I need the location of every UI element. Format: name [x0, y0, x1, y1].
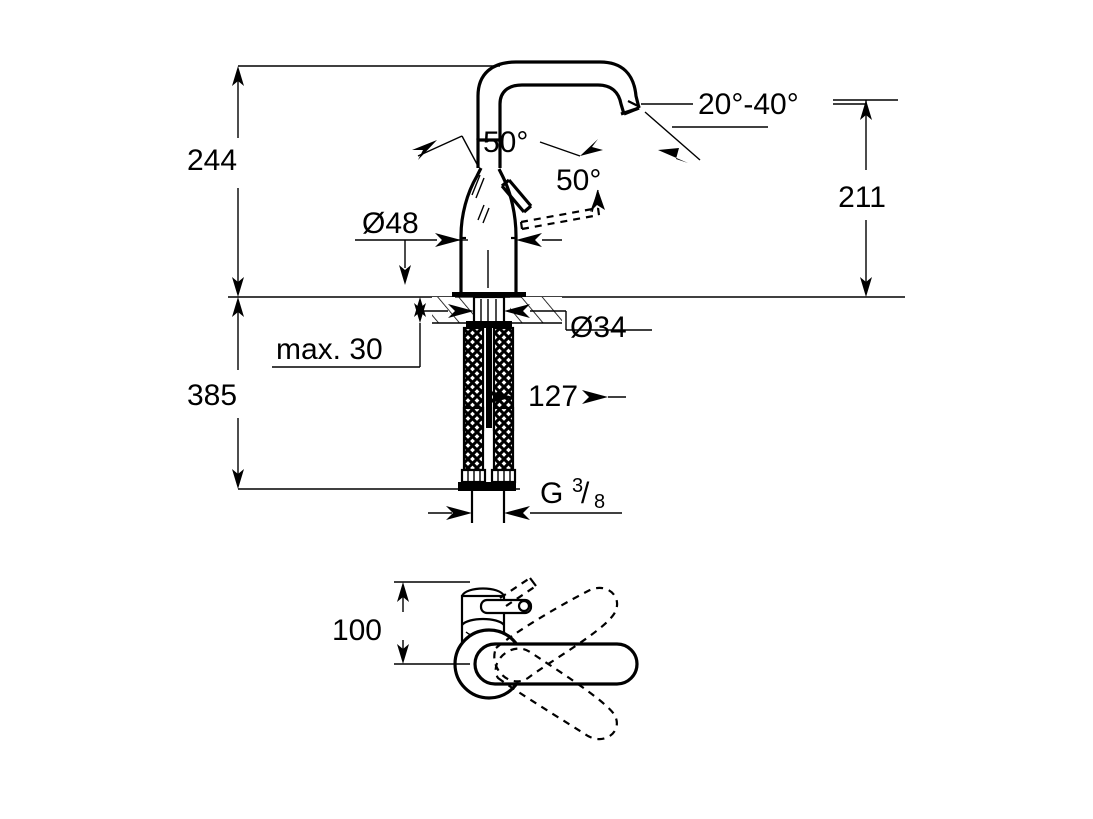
angle-50-right: 50° [539, 139, 605, 213]
thread-g-label: G [540, 477, 563, 510]
dim-d48-label: Ø48 [362, 207, 419, 240]
dimension-max30: max. 30 [272, 297, 426, 368]
dimension-211: 211 [833, 99, 898, 297]
angle-50-right-label: 50° [556, 164, 601, 197]
lever-handle-elevation [500, 178, 601, 231]
dimension-100: 100 [332, 581, 470, 665]
plan-lever-swing-up [493, 586, 619, 683]
dim-244-label: 244 [187, 144, 237, 177]
braided-hoses [458, 326, 517, 523]
thread-slash-label: / [581, 477, 590, 510]
dim-d34-label: Ø34 [570, 311, 627, 344]
dim-max30-label: max. 30 [276, 333, 383, 366]
angle-50-left: 50° [412, 126, 528, 167]
plan-lever-centre [473, 642, 639, 686]
faucet-body [455, 138, 522, 298]
plan-lever-stub [479, 577, 537, 615]
angle-20-40: 20°-40° [641, 88, 866, 163]
dim-385-label: 385 [187, 379, 237, 412]
dimension-thread-g38: G 3 / 8 [428, 475, 622, 520]
plan-view-lever: 100 [332, 577, 639, 741]
dimension-d48: Ø48 [355, 207, 562, 285]
angle-20-40-label: 20°-40° [698, 88, 799, 121]
angle-50-left-label: 50° [483, 126, 528, 159]
dim-127-label: 127 [528, 380, 578, 413]
mounting-shank [452, 292, 526, 328]
dimension-127: 127 [487, 380, 626, 413]
dimension-385: 385 [187, 297, 520, 490]
dim-100-label: 100 [332, 614, 382, 647]
thread-denominator-label: 8 [594, 491, 605, 513]
dimension-244: 244 [187, 65, 500, 297]
thread-numerator-label: 3 [572, 475, 583, 497]
elevation-view: 244 385 211 Ø48 [187, 60, 905, 523]
plan-lever-swing-down [494, 647, 618, 741]
dim-211-label: 211 [838, 181, 886, 214]
dimension-d34: Ø34 [418, 304, 652, 344]
spout-arch [476, 60, 641, 140]
